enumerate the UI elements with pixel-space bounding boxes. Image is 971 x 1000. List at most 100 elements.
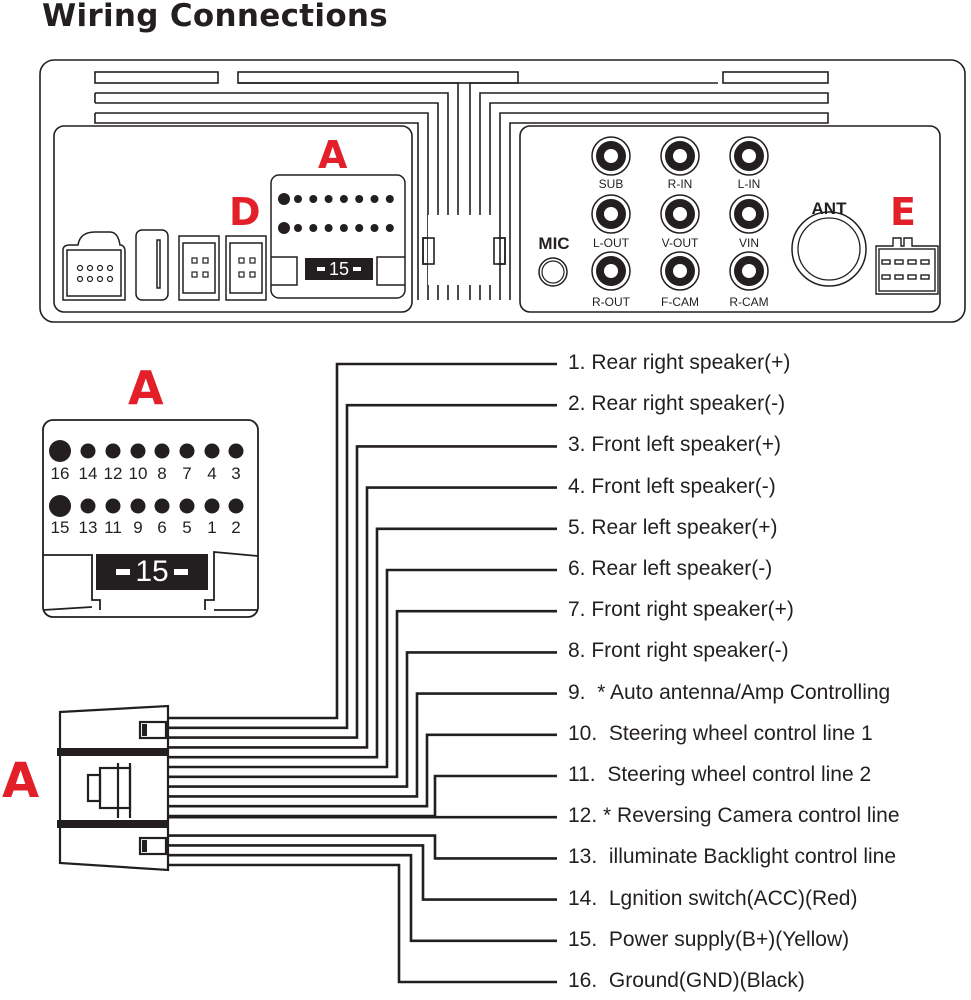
- rca-jack-hole: [742, 207, 756, 221]
- rca-jack-label: F-CAM: [661, 295, 699, 309]
- pin-number: 1.: [568, 351, 586, 374]
- pin-row: 5. Rear left speaker(+): [568, 516, 778, 540]
- rca-jack-hole: [742, 264, 756, 278]
- pin-row: 2. Rear right speaker(-): [568, 392, 785, 416]
- detail-pin: [154, 498, 170, 514]
- pin-function-label: Lgnition switch(ACC)(Red): [603, 886, 858, 910]
- pin-row: 9. * Auto antenna/Amp Controlling: [568, 681, 890, 705]
- pin-number: 11.: [568, 763, 596, 786]
- wire-11: [168, 774, 557, 818]
- rca-jack: [591, 136, 631, 176]
- detail-pin: [80, 443, 96, 459]
- wire-group: [168, 362, 557, 984]
- socket-pin: [294, 224, 302, 232]
- pin-number: 3: [231, 464, 241, 483]
- rca-jack-label: L-OUT: [593, 236, 629, 250]
- rca-jack-hole: [673, 149, 687, 163]
- mic-jack: [538, 257, 568, 287]
- head-unit-back-panel: [39, 59, 966, 323]
- section-letter-d: D: [229, 190, 261, 234]
- detail-pin: [204, 498, 220, 514]
- pin-number: 2.: [568, 392, 586, 416]
- pin-number: 6.: [568, 557, 586, 580]
- rca-jack-hole: [673, 264, 687, 278]
- connector-d2: [225, 235, 267, 301]
- pin-function-label: Rear right speaker(-): [591, 392, 786, 416]
- rca-jack-hole: [742, 149, 756, 163]
- vent-slot: [94, 71, 219, 84]
- socket-pin: [355, 195, 364, 203]
- pin-number: 10.: [568, 721, 598, 745]
- connector-d1: [178, 235, 220, 301]
- pin-row: 7. Front right speaker(+): [568, 598, 794, 622]
- pin-number: 15.: [568, 927, 598, 951]
- pin-number: 16: [50, 464, 70, 483]
- rca-jack-hole: [604, 264, 618, 278]
- socket-pin: [339, 224, 348, 232]
- wire-14: [168, 844, 557, 901]
- pin-row: 1. Rear right speaker(+): [568, 351, 790, 375]
- antenna-jack: [791, 211, 867, 287]
- detail-pin: [130, 443, 146, 459]
- pin-number: 14.: [568, 886, 598, 910]
- wire-15: [168, 853, 557, 943]
- pin-row: 4. Front left speaker(-): [568, 475, 776, 499]
- detail-pin: [105, 498, 121, 514]
- rca-jack: [729, 194, 769, 234]
- pin-number: 5.: [568, 515, 586, 539]
- rca-jack-label: SUB: [598, 177, 624, 191]
- socket-pin: [385, 224, 394, 232]
- socket-pin: [309, 195, 318, 203]
- pin-function-label: Steering wheel control line 1: [603, 721, 873, 745]
- detail-pin: [204, 443, 220, 459]
- wire-8: [168, 651, 557, 788]
- pin-row: 16. Ground(GND)(Black): [568, 969, 805, 993]
- wire-10: [168, 733, 557, 808]
- vent-slot: [722, 71, 829, 84]
- wire-1: [168, 362, 557, 720]
- pin-number: 5: [182, 518, 192, 537]
- detail-pin: [228, 443, 244, 459]
- detail-badge-number: 15: [135, 555, 169, 588]
- pin-number: 8.: [568, 639, 586, 663]
- socket-pin: [324, 224, 333, 232]
- pin-function-label: Front right speaker(-): [591, 639, 789, 663]
- detail-letter-a: A: [128, 361, 164, 415]
- detail-pin: [49, 440, 71, 462]
- pin-function-label: Front left speaker(+): [591, 433, 782, 457]
- detail-pin: [49, 495, 71, 517]
- pin-number: 6: [157, 518, 167, 537]
- head-unit-outline: [39, 59, 966, 323]
- pin-number: 9: [133, 518, 143, 537]
- pin-number: 7: [182, 464, 192, 483]
- rca-jack: [591, 194, 631, 234]
- usb-port: [135, 229, 169, 301]
- socket-pin: [324, 195, 333, 203]
- plug-body: [58, 704, 170, 872]
- pin-function-label: Rear left speaker(+): [591, 515, 778, 539]
- right-jack-panel: [519, 125, 941, 313]
- socket-pin: [339, 195, 348, 203]
- pin-number: 13.: [568, 845, 598, 869]
- badge-number: 15: [328, 258, 350, 279]
- pin-function-label: * Auto antenna/Amp Controlling: [591, 680, 891, 704]
- rca-jack: [660, 194, 700, 234]
- pin-row: 3. Front left speaker(+): [568, 433, 781, 457]
- socket-pin: [309, 224, 318, 232]
- harness-letter-a: A: [2, 753, 40, 809]
- rca-jack-label: R-OUT: [592, 295, 630, 309]
- pin-number: 13: [78, 518, 98, 537]
- socket-pin: [294, 195, 302, 203]
- pin-function-label: Front right speaker(+): [591, 598, 794, 622]
- connector-e: [875, 237, 939, 295]
- pin-number: 3.: [568, 433, 586, 457]
- pin-number: 9.: [568, 680, 586, 704]
- detail-pin: [228, 498, 244, 514]
- pin-row: 13. illuminate Backlight control line: [568, 845, 896, 869]
- rca-jack-label: R-CAM: [729, 295, 769, 309]
- rca-jack-label: V-OUT: [661, 236, 699, 250]
- connector-inner: [66, 249, 122, 297]
- wire-2: [168, 403, 557, 730]
- wire-6: [168, 568, 557, 769]
- pin-function-label: Rear left speaker(-): [591, 557, 773, 580]
